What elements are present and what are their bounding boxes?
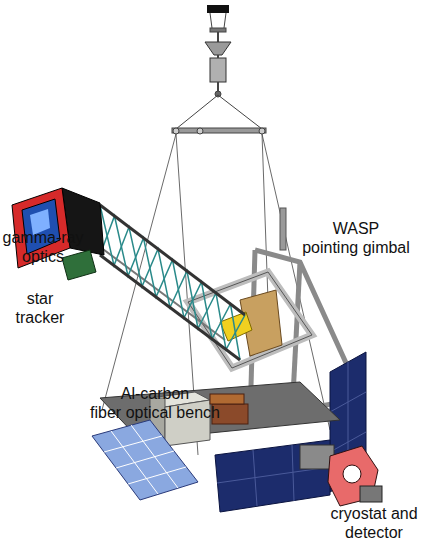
truss-brace bbox=[100, 216, 240, 360]
cable bbox=[218, 95, 262, 129]
panel-grid bbox=[104, 436, 162, 452]
hanger-block bbox=[210, 28, 226, 32]
pole bbox=[280, 208, 286, 250]
hanger-line bbox=[217, 32, 219, 42]
funnel bbox=[205, 42, 231, 55]
part-label: WASP pointing gimbal bbox=[288, 219, 424, 257]
spreader-bar bbox=[172, 128, 266, 133]
hanger-line bbox=[224, 13, 226, 28]
panel-grid bbox=[292, 445, 294, 501]
bar-end bbox=[173, 128, 179, 134]
truss-brace bbox=[100, 205, 245, 350]
part-label: star tracker bbox=[8, 289, 72, 327]
truss-rail bbox=[100, 255, 240, 360]
part-label: Al-carbon fiber optical bench bbox=[70, 384, 240, 422]
brown-box bbox=[210, 394, 244, 404]
panel-grid bbox=[253, 450, 257, 506]
bar-end bbox=[259, 128, 265, 134]
star-tracker bbox=[62, 250, 96, 280]
left-solar-panel bbox=[92, 420, 198, 500]
panel-grid bbox=[116, 451, 174, 468]
cryostat-port bbox=[343, 465, 361, 483]
panel-grid bbox=[111, 431, 158, 494]
balloon-plate bbox=[207, 5, 229, 13]
panel-grid bbox=[128, 467, 186, 484]
solar-panel bbox=[92, 420, 198, 500]
part-label: gamma-ray optics bbox=[0, 228, 86, 266]
hanger-line bbox=[210, 13, 212, 28]
cable bbox=[176, 95, 218, 129]
rotator-cylinder bbox=[210, 58, 226, 82]
detector-housing bbox=[360, 486, 382, 502]
hanger-line bbox=[217, 55, 219, 58]
cryostat bbox=[300, 445, 382, 506]
panel-grid bbox=[131, 425, 178, 488]
part-label: cryostat and detector bbox=[316, 504, 432, 542]
truss-rail bbox=[100, 205, 245, 315]
telescope-truss bbox=[80, 205, 245, 360]
bar-joint bbox=[197, 128, 203, 134]
